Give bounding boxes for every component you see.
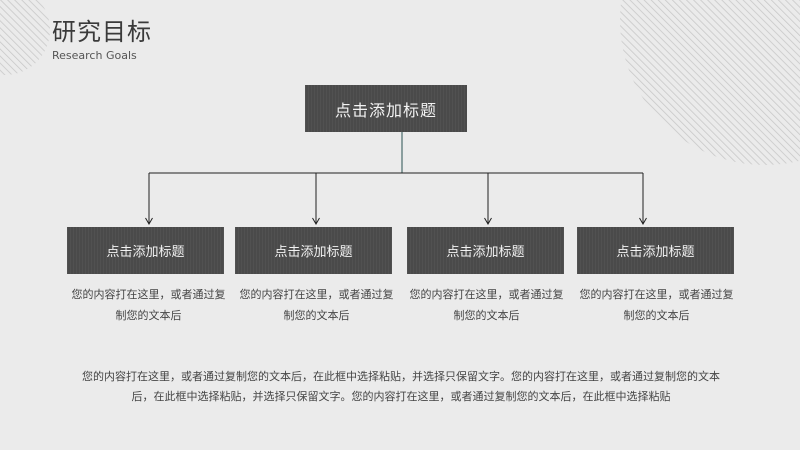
footer-text: 您的内容打在这里，或者通过复制您的文本后，在此框中选择粘贴，并选择只保留文字。您… xyxy=(82,370,720,403)
child-description-4: 您的内容打在这里，或者通过复制您的文本后 xyxy=(579,288,734,322)
root-title-box[interactable]: 点击添加标题 xyxy=(305,85,467,132)
root-title-label: 点击添加标题 xyxy=(334,100,437,120)
child-description-1: 您的内容打在这里，或者通过复制您的文本后 xyxy=(71,288,226,322)
page-subtitle: Research Goals xyxy=(52,49,137,62)
child-title-label: 点击添加标题 xyxy=(616,245,695,260)
child-title-label: 点击添加标题 xyxy=(106,245,185,260)
child-description-3: 您的内容打在这里，或者通过复制您的文本后 xyxy=(409,288,564,322)
child-title-box-4[interactable]: 点击添加标题 xyxy=(577,227,734,274)
page-title: 研究目标 xyxy=(52,18,152,46)
child-title-label: 点击添加标题 xyxy=(446,245,525,260)
child-title-box-1[interactable]: 点击添加标题 xyxy=(67,227,224,274)
child-description-2: 您的内容打在这里，或者通过复制您的文本后 xyxy=(239,288,394,322)
child-title-box-2[interactable]: 点击添加标题 xyxy=(235,227,392,274)
child-title-label: 点击添加标题 xyxy=(274,245,353,260)
child-title-box-3[interactable]: 点击添加标题 xyxy=(407,227,564,274)
